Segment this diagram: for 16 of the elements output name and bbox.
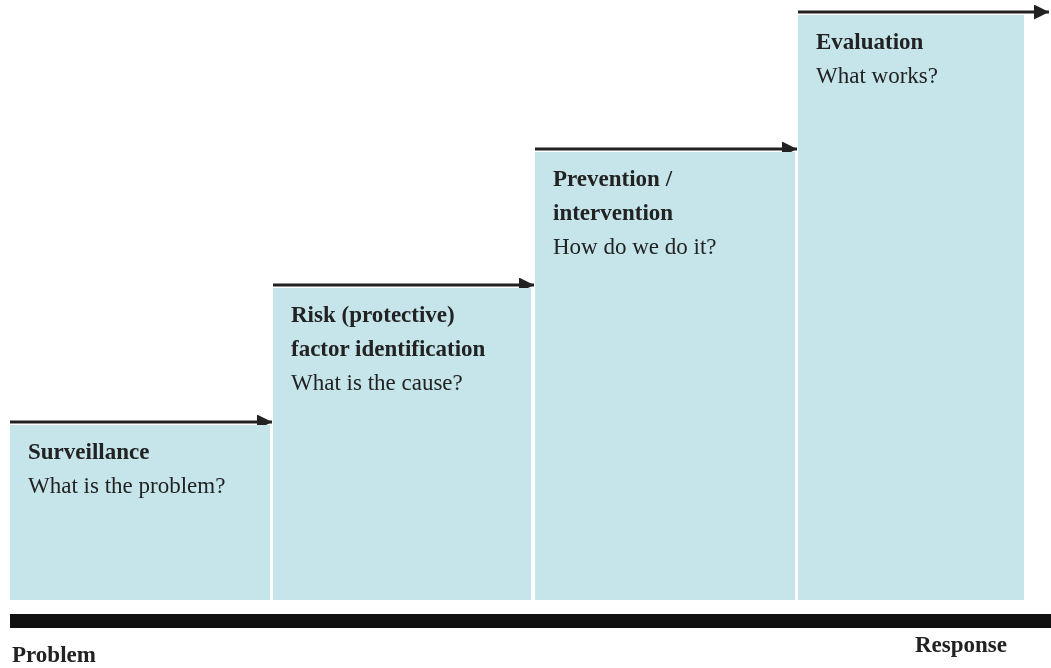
step-title: Surveillance — [28, 438, 151, 466]
step-question: How do we do it? — [553, 233, 718, 261]
step-title: Risk (protective) factor identification — [291, 301, 487, 363]
step-question: What is the problem? — [28, 472, 227, 500]
step-question: What works? — [816, 62, 939, 90]
step-title: Evaluation — [816, 28, 925, 56]
step-title: Prevention / intervention — [553, 165, 675, 227]
axis-end-label: Problem — [12, 642, 96, 668]
baseline-bar — [10, 614, 1051, 628]
axis-end-label: Response — [915, 632, 1007, 658]
step-box — [273, 288, 531, 600]
step-box — [798, 15, 1024, 600]
step-box — [10, 425, 270, 600]
arrow — [798, 4, 1049, 20]
step-box — [535, 152, 795, 600]
step-question: What is the cause? — [291, 369, 464, 397]
